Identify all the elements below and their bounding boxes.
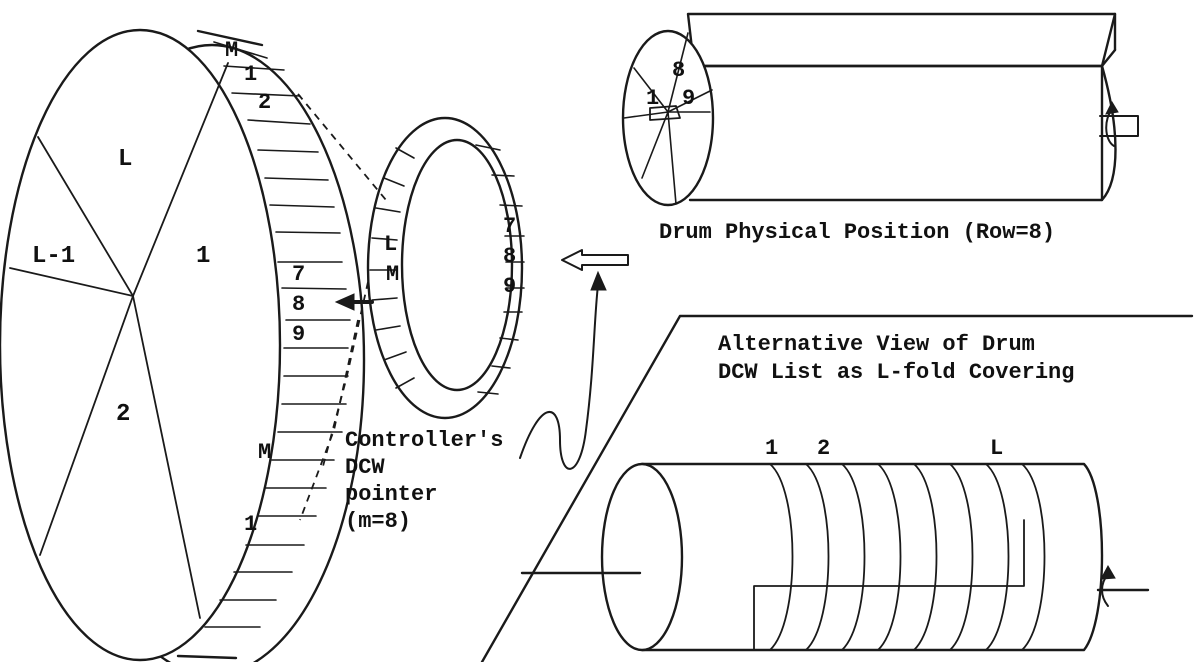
main-drum: L L-1 1 2 M 1 2 7 8 9 M 1 xyxy=(0,28,366,662)
dashed-connectors xyxy=(297,93,387,521)
main-drum-face xyxy=(0,28,282,662)
physical-face-label-1: 1 xyxy=(646,86,659,111)
alt-fold-bands xyxy=(769,463,1046,651)
rim-label-1-bottom: 1 xyxy=(244,512,257,537)
main-drum-rim-top-line xyxy=(196,29,264,47)
alt-fold-label-L: L xyxy=(990,436,1003,461)
controller-ring: L M 7 8 9 xyxy=(366,116,525,420)
controller-ring-segments xyxy=(369,144,525,395)
alt-caption-line-1: Alternative View of Drum xyxy=(718,332,1035,357)
controller-ring-inner xyxy=(400,138,514,392)
rim-label-M-bottom: M xyxy=(258,440,271,465)
physical-drum-caption: Drum Physical Position (Row=8) xyxy=(659,220,1055,245)
alt-view-frame xyxy=(480,314,1194,662)
rim-label-M-top: M xyxy=(225,38,238,63)
sector-label-L-1: L-1 xyxy=(32,243,75,270)
ring-label-8: 8 xyxy=(503,244,516,269)
pointer-caption-line-2: DCW xyxy=(345,455,385,480)
ring-label-L: L xyxy=(384,232,397,257)
physical-face-label-9: 9 xyxy=(682,86,695,111)
alt-covering-edge xyxy=(753,519,1025,651)
physical-drum-top xyxy=(686,12,1117,68)
rim-label-2-top: 2 xyxy=(258,90,271,115)
rim-label-7: 7 xyxy=(292,262,305,287)
physical-face-label-8: 8 xyxy=(672,58,685,83)
rim-label-8: 8 xyxy=(292,292,305,317)
ring-label-9: 9 xyxy=(503,274,516,299)
alt-fold-label-2: 2 xyxy=(817,436,830,461)
ring-label-7: 7 xyxy=(503,214,516,239)
alt-fold-label-1: 1 xyxy=(765,436,778,461)
hollow-input-arrow xyxy=(561,249,629,271)
wavy-arrow xyxy=(519,270,607,470)
alt-cylinder-end xyxy=(600,462,684,652)
rim-label-9: 9 xyxy=(292,322,305,347)
main-drum-rim-segments xyxy=(204,41,351,628)
pointer-caption-line-3: pointer xyxy=(345,482,437,507)
sector-label-L: L xyxy=(118,146,132,173)
controller-ring-outer xyxy=(366,116,524,420)
ring-label-M: M xyxy=(386,262,399,287)
main-drum-rim-bottom-line xyxy=(176,654,238,660)
physical-drum: 8 1 9 Drum Physical Position (Row=8) xyxy=(621,12,1139,245)
pointer-caption: Controller's DCW pointer (m=8) xyxy=(345,428,503,534)
rim-label-1-top: 1 xyxy=(244,62,257,87)
main-drum-sector-lines xyxy=(9,62,229,619)
sector-label-2: 2 xyxy=(116,401,130,428)
pointer-caption-line-1: Controller's xyxy=(345,428,503,453)
alt-caption-line-2: DCW List as L-fold Covering xyxy=(718,360,1074,385)
physical-drum-body xyxy=(688,64,1117,202)
pointer-caption-line-4: (m=8) xyxy=(345,509,411,534)
alternative-view: Alternative View of Drum DCW List as L-f… xyxy=(480,314,1194,662)
alt-cylinder-body xyxy=(640,462,1104,652)
pointer-arrow xyxy=(334,293,374,311)
sector-label-1: 1 xyxy=(196,243,210,270)
